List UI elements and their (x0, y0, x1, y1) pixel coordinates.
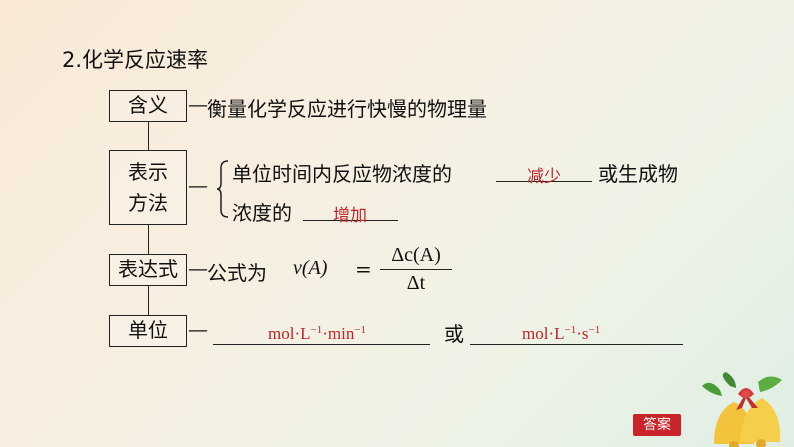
formula-dash: — (188, 256, 208, 280)
expression-blank-2 (303, 220, 398, 221)
meaning-box: 含义 (109, 90, 187, 122)
section-heading: 2.化学反应速率 (62, 48, 209, 72)
expression-line2-text: 浓度的 (232, 201, 292, 225)
unit-answer-2-exp1: −1 (564, 324, 577, 336)
formula-denominator: Δt (406, 272, 426, 294)
expression-dash: — (188, 173, 208, 197)
answer-button[interactable]: 答案 (633, 414, 681, 436)
unit-blank-1 (213, 344, 430, 345)
unit-answer-2: mol·L−1·s−1 (522, 324, 600, 344)
formula-label: 表达式 (118, 257, 178, 281)
connector-line (148, 286, 149, 315)
meaning-dash: — (188, 92, 208, 116)
unit-box: 单位 (109, 315, 187, 347)
unit-dash: — (188, 317, 208, 341)
fraction-bar (380, 269, 452, 270)
formula-text: 公式为 (207, 261, 267, 285)
expression-label-line2: 方法 (128, 191, 168, 215)
expression-line1-suffix: 或生成物 (598, 162, 678, 186)
bells-icon (702, 372, 782, 447)
unit-answer-2-mid: ·s (576, 324, 589, 343)
unit-answer-1-exp2: −1 (354, 324, 367, 336)
expression-answer-2: 增加 (333, 206, 367, 225)
formula-numerator: Δc(A) (391, 244, 441, 266)
unit-answer-2-exp2: −1 (588, 324, 601, 336)
formula-lhs: v(A) (293, 257, 328, 279)
formula-box: 表达式 (109, 254, 187, 286)
unit-answer-1-mid: ·min (322, 324, 355, 343)
expression-label-line1: 表示 (128, 160, 168, 184)
expression-answer-1: 减少 (527, 167, 561, 186)
formula-fraction: Δc(A) Δt (380, 244, 452, 295)
expression-box: 表示 方法 (109, 150, 187, 225)
connector-line (148, 121, 149, 150)
meaning-text: 衡量化学反应进行快慢的物理量 (207, 97, 487, 121)
unit-or: 或 (444, 322, 464, 346)
unit-answer-2-base: mol·L (522, 324, 565, 343)
connector-line (148, 225, 149, 254)
unit-answer-1: mol·L−1·min−1 (268, 324, 366, 344)
formula-equals: = (355, 257, 372, 281)
meaning-label: 含义 (128, 93, 168, 117)
unit-answer-1-base: mol·L (268, 324, 311, 343)
unit-blank-2 (470, 344, 683, 345)
brace-icon (217, 160, 229, 218)
unit-answer-1-exp1: −1 (310, 324, 323, 336)
expression-blank-1 (496, 181, 592, 182)
unit-label: 单位 (128, 318, 168, 342)
expression-line1-text: 单位时间内反应物浓度的 (232, 162, 452, 186)
